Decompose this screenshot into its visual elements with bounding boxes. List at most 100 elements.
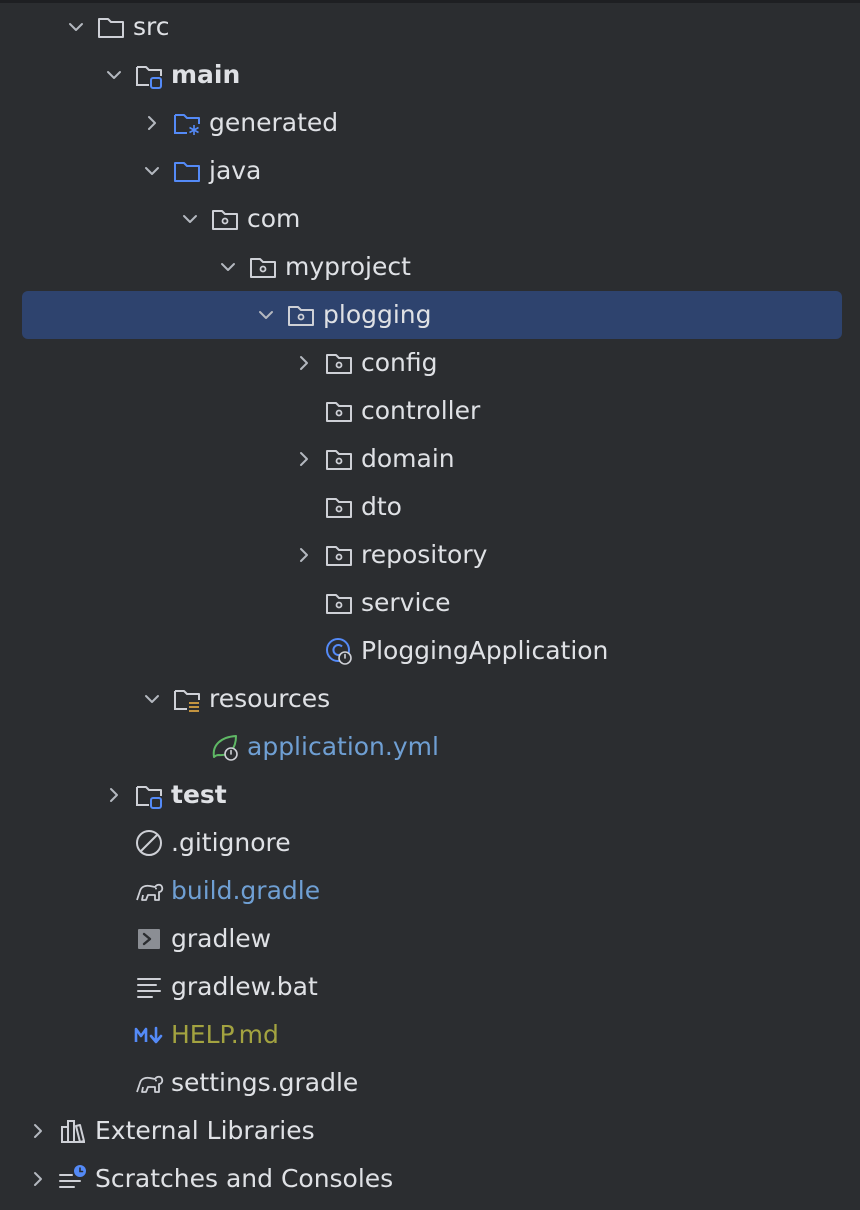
tree-item-label: PloggingApplication xyxy=(361,636,609,665)
markdown-icon xyxy=(133,1011,171,1059)
tree-item-label: settings.gradle xyxy=(171,1068,359,1097)
tree-row-plogging[interactable]: plogging xyxy=(0,291,860,339)
tree-row-generated[interactable]: generated xyxy=(0,99,860,147)
source-root-folder-icon xyxy=(133,51,171,99)
tree-row-controller[interactable]: controller xyxy=(0,387,860,435)
package-icon xyxy=(323,531,361,579)
sources-folder-icon xyxy=(171,147,209,195)
chevron-placeholder xyxy=(95,963,133,1011)
tree-row-service[interactable]: service xyxy=(0,579,860,627)
folder-icon xyxy=(95,3,133,51)
chevron-right-icon[interactable] xyxy=(285,339,323,387)
scratches-icon xyxy=(57,1155,95,1203)
tree-row-external-libraries[interactable]: External Libraries xyxy=(0,1107,860,1155)
tree-item-label: .gitignore xyxy=(171,828,291,857)
chevron-placeholder xyxy=(171,723,209,771)
tree-item-label: External Libraries xyxy=(95,1116,315,1145)
tree-row-dto[interactable]: dto xyxy=(0,483,860,531)
tree-item-label: Scratches and Consoles xyxy=(95,1164,394,1193)
tree-item-label: HELP.md xyxy=(171,1020,279,1049)
tree-row-plogging-application[interactable]: PloggingApplication xyxy=(0,627,860,675)
tree-row-gradlew-bat[interactable]: gradlew.bat xyxy=(0,963,860,1011)
tree-item-label: main xyxy=(171,60,241,89)
tree-row-com[interactable]: com xyxy=(0,195,860,243)
gradle-elephant-icon xyxy=(133,1059,171,1107)
shell-script-icon xyxy=(133,915,171,963)
libraries-icon xyxy=(57,1107,95,1155)
tree-item-label: domain xyxy=(361,444,455,473)
tree-item-label: service xyxy=(361,588,451,617)
chevron-right-icon[interactable] xyxy=(285,531,323,579)
chevron-right-icon[interactable] xyxy=(19,1155,57,1203)
package-icon xyxy=(323,483,361,531)
window-top-border xyxy=(0,0,860,3)
gradle-elephant-icon xyxy=(133,867,171,915)
tree-row-myproject[interactable]: myproject xyxy=(0,243,860,291)
source-root-folder-icon xyxy=(133,771,171,819)
package-icon xyxy=(323,435,361,483)
tree-row-test[interactable]: test xyxy=(0,771,860,819)
tree-row-build-gradle[interactable]: build.gradle xyxy=(0,867,860,915)
chevron-placeholder xyxy=(285,579,323,627)
tree-item-label: config xyxy=(361,348,438,377)
chevron-right-icon[interactable] xyxy=(95,771,133,819)
tree-row-gitignore[interactable]: .gitignore xyxy=(0,819,860,867)
spring-boot-class-icon xyxy=(323,627,361,675)
tree-row-gradlew[interactable]: gradlew xyxy=(0,915,860,963)
project-tree[interactable]: src main generated java com myproject pl… xyxy=(0,3,860,1203)
tree-item-label: java xyxy=(209,156,262,185)
ignore-file-icon xyxy=(133,819,171,867)
chevron-placeholder xyxy=(95,915,133,963)
package-icon xyxy=(247,243,285,291)
tree-row-java[interactable]: java xyxy=(0,147,860,195)
chevron-right-icon[interactable] xyxy=(19,1107,57,1155)
text-file-icon xyxy=(133,963,171,1011)
tree-item-label: src xyxy=(133,12,170,41)
chevron-down-icon[interactable] xyxy=(133,147,171,195)
tree-item-label: repository xyxy=(361,540,488,569)
tree-row-settings-gradle[interactable]: settings.gradle xyxy=(0,1059,860,1107)
tree-item-label: plogging xyxy=(323,300,432,329)
chevron-down-icon[interactable] xyxy=(247,291,285,339)
tree-item-label: com xyxy=(247,204,301,233)
generated-sources-folder-icon xyxy=(171,99,209,147)
chevron-placeholder xyxy=(95,1011,133,1059)
tree-row-config[interactable]: config xyxy=(0,339,860,387)
tree-row-scratches-and-consoles[interactable]: Scratches and Consoles xyxy=(0,1155,860,1203)
tree-item-label: gradlew xyxy=(171,924,272,953)
chevron-down-icon[interactable] xyxy=(171,195,209,243)
tree-row-resources[interactable]: resources xyxy=(0,675,860,723)
tree-item-label: myproject xyxy=(285,252,411,281)
package-icon xyxy=(285,291,323,339)
chevron-down-icon[interactable] xyxy=(95,51,133,99)
chevron-down-icon[interactable] xyxy=(57,3,95,51)
chevron-placeholder xyxy=(285,627,323,675)
tree-item-label: gradlew.bat xyxy=(171,972,318,1001)
tree-row-help-md[interactable]: HELP.md xyxy=(0,1011,860,1059)
spring-config-icon xyxy=(209,723,247,771)
chevron-down-icon[interactable] xyxy=(133,675,171,723)
package-icon xyxy=(323,339,361,387)
tree-row-main[interactable]: main xyxy=(0,51,860,99)
tree-item-label: build.gradle xyxy=(171,876,321,905)
resources-folder-icon xyxy=(171,675,209,723)
tree-item-label: dto xyxy=(361,492,402,521)
chevron-placeholder xyxy=(285,387,323,435)
package-icon xyxy=(323,387,361,435)
tree-item-label: controller xyxy=(361,396,481,425)
tree-row-application-yml[interactable]: application.yml xyxy=(0,723,860,771)
tree-item-label: resources xyxy=(209,684,331,713)
chevron-right-icon[interactable] xyxy=(133,99,171,147)
tree-item-label: generated xyxy=(209,108,339,137)
chevron-right-icon[interactable] xyxy=(285,435,323,483)
tree-row-src[interactable]: src xyxy=(0,3,860,51)
chevron-down-icon[interactable] xyxy=(209,243,247,291)
tree-item-label: test xyxy=(171,780,227,809)
tree-row-repository[interactable]: repository xyxy=(0,531,860,579)
package-icon xyxy=(209,195,247,243)
tree-row-domain[interactable]: domain xyxy=(0,435,860,483)
package-icon xyxy=(323,579,361,627)
chevron-placeholder xyxy=(95,819,133,867)
chevron-placeholder xyxy=(95,1059,133,1107)
tree-item-label: application.yml xyxy=(247,732,439,761)
